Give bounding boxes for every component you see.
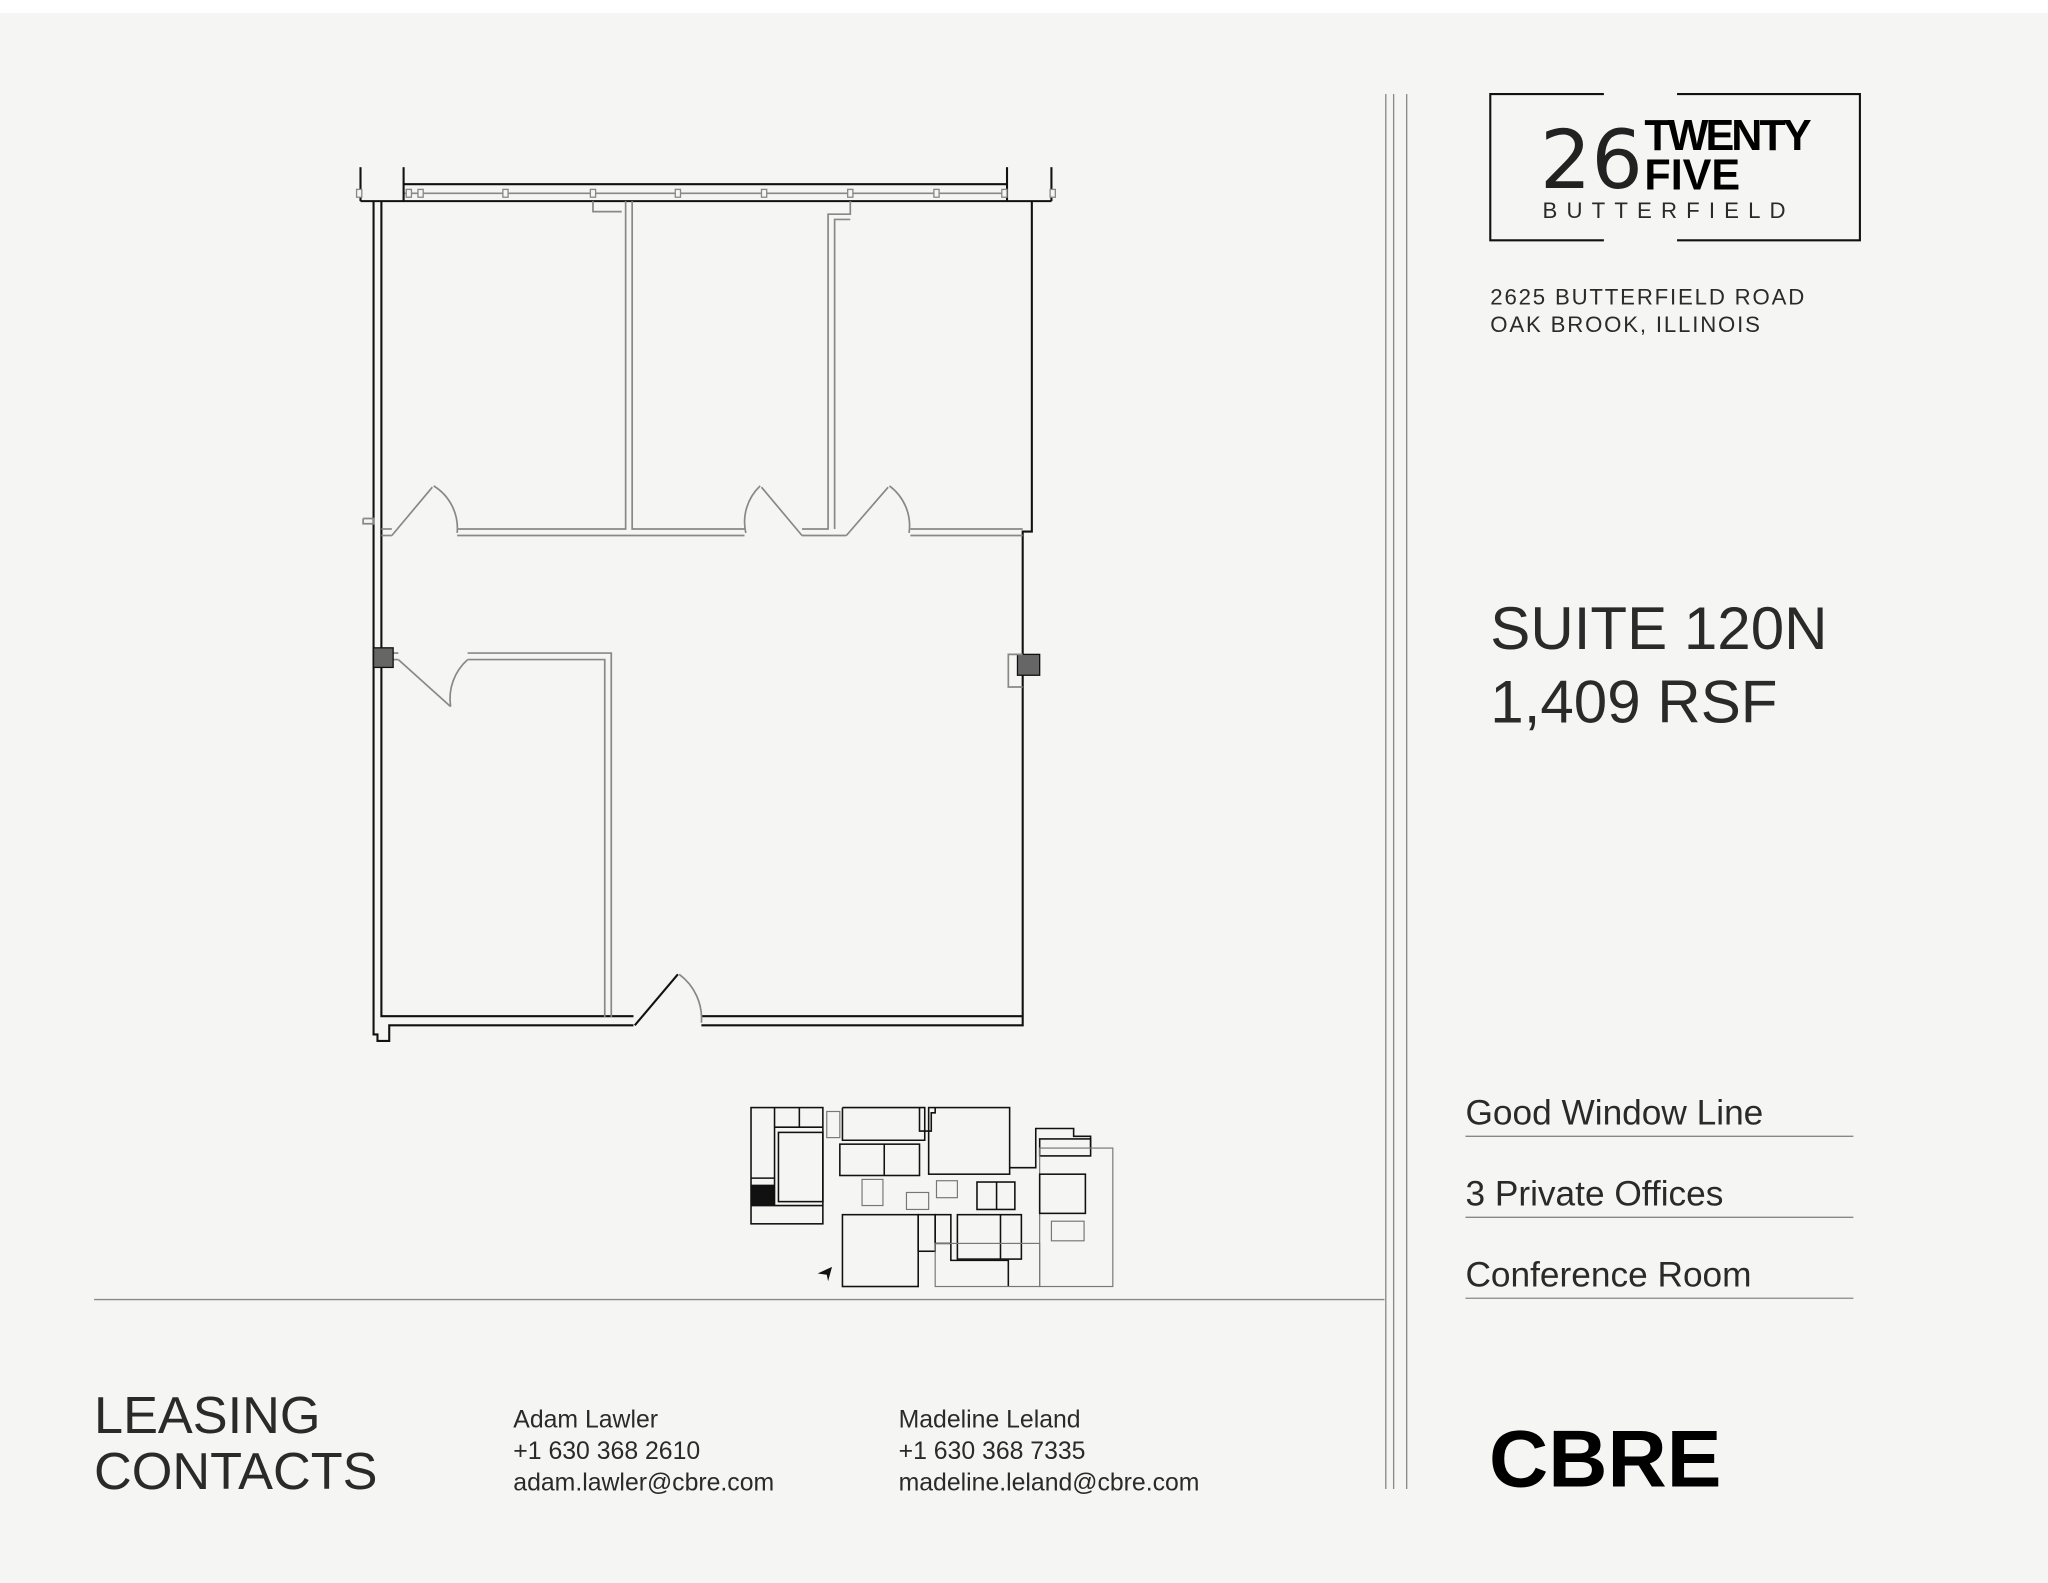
svg-text:FIVE: FIVE bbox=[1644, 151, 1740, 199]
contact-email[interactable]: adam.lawler@cbre.com bbox=[513, 1469, 774, 1496]
contact-email[interactable]: madeline.leland@cbre.com bbox=[899, 1469, 1200, 1496]
contact-phone[interactable]: +1 630 368 2610 bbox=[513, 1438, 700, 1465]
dividers bbox=[94, 94, 1408, 1489]
key-plan bbox=[750, 1106, 1114, 1288]
contact-card: Adam Lawler +1 630 368 2610 adam.lawler@… bbox=[513, 1407, 774, 1497]
suite-name: SUITE 120N bbox=[1490, 595, 1827, 662]
feature-item: 3 Private Offices bbox=[1465, 1175, 1723, 1214]
contact-name: Madeline Leland bbox=[899, 1407, 1081, 1434]
cbre-logo: CBRE bbox=[1489, 1414, 1721, 1504]
address-line-2: OAK BROOK, ILLINOIS bbox=[1490, 312, 1761, 337]
suite-size: 1,409 RSF bbox=[1490, 668, 1777, 735]
floor-plan bbox=[355, 167, 1056, 1043]
leasing-title: LEASING bbox=[94, 1387, 320, 1445]
contact-card: Madeline Leland +1 630 368 7335 madeline… bbox=[899, 1407, 1200, 1497]
feature-item: Good Window Line bbox=[1465, 1094, 1763, 1133]
contact-phone[interactable]: +1 630 368 7335 bbox=[899, 1438, 1086, 1465]
contact-name: Adam Lawler bbox=[513, 1407, 658, 1434]
north-arrow-icon bbox=[817, 1266, 833, 1282]
svg-text:26: 26 bbox=[1540, 114, 1643, 208]
leasing-title: CONTACTS bbox=[94, 1443, 377, 1501]
building-logo: 26 TWENTY FIVE BUTTERFIELD bbox=[1489, 92, 1861, 242]
feature-item: Conference Room bbox=[1465, 1256, 1751, 1295]
svg-text:BUTTERFIELD: BUTTERFIELD bbox=[1543, 198, 1795, 223]
column-icon bbox=[372, 647, 394, 669]
page-background bbox=[0, 13, 2048, 1583]
address-line-1: 2625 BUTTERFIELD ROAD bbox=[1490, 284, 1806, 309]
feature-list: Good Window Line 3 Private Offices Confe… bbox=[1465, 1094, 1854, 1299]
column-icon bbox=[1016, 653, 1041, 676]
svg-text:TWENTY: TWENTY bbox=[1644, 112, 1811, 160]
